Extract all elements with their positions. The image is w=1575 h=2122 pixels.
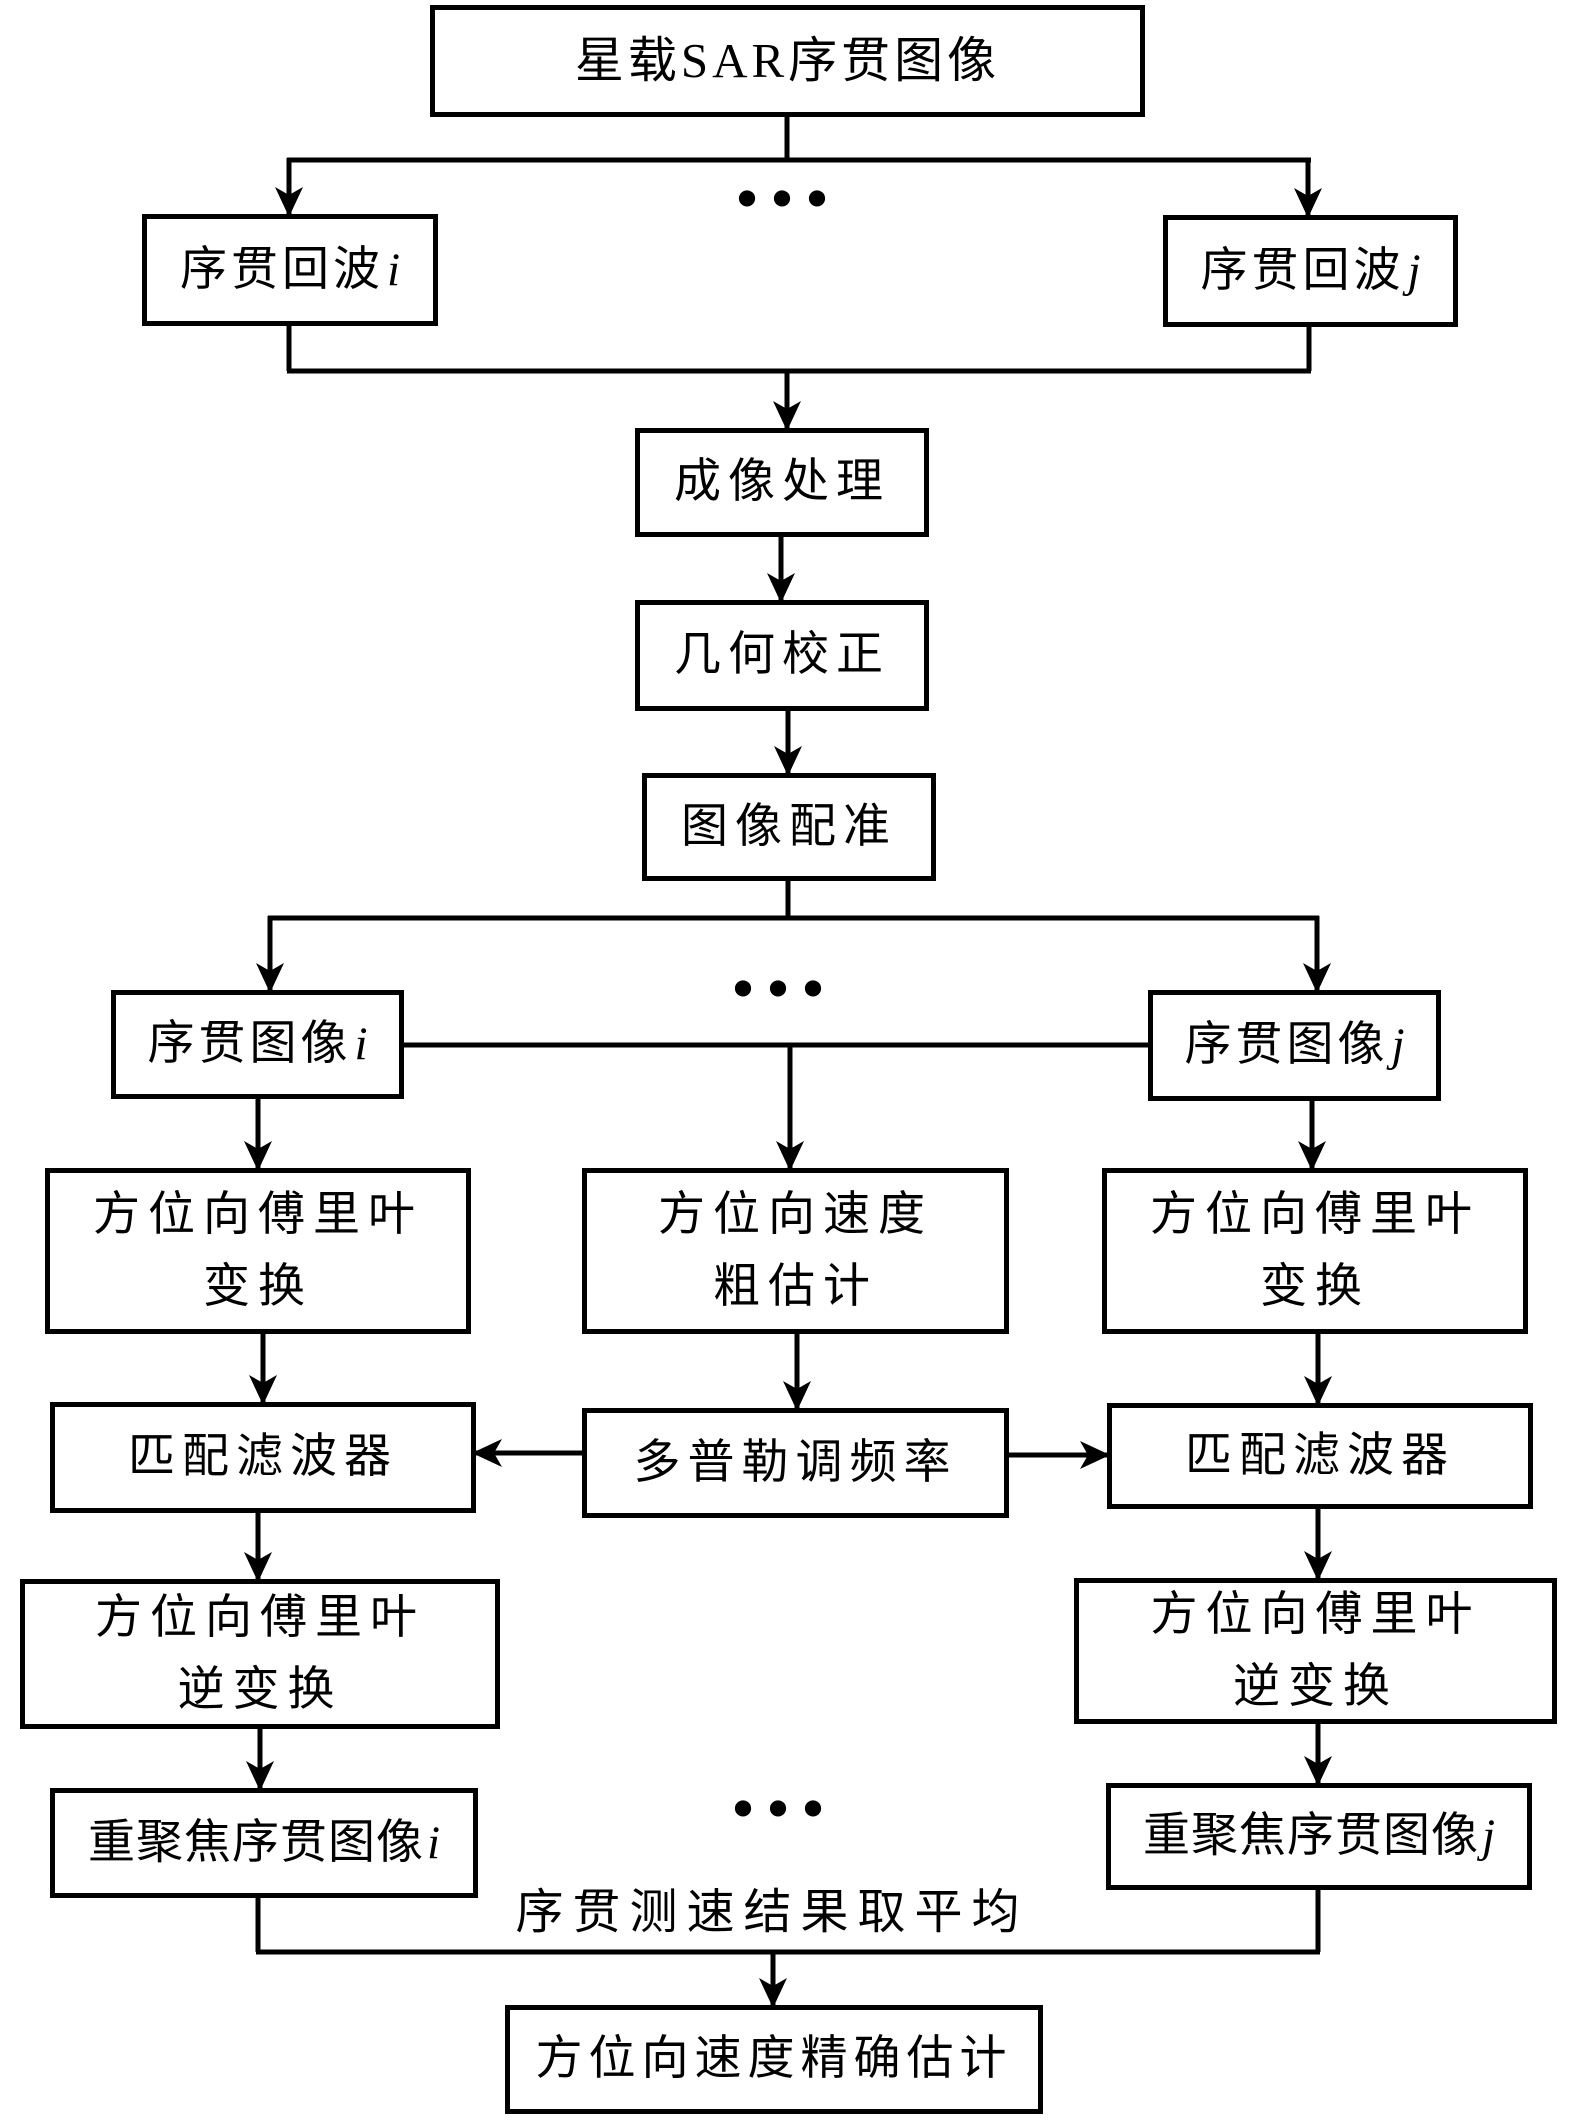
node-label-line2: 逆变换 — [177, 1664, 343, 1716]
node-label: 多普勒调频率 — [633, 1436, 958, 1489]
node-matched-filter-right: 匹配滤波器 — [1107, 1403, 1533, 1509]
node-label: 序贯图像 — [1184, 1019, 1389, 1072]
ellipsis-top: ... — [734, 116, 840, 227]
node-azimuth-velocity-coarse-estimate: 方位向速度 粗估计 — [582, 1168, 1009, 1334]
node-label: 几何校正 — [674, 629, 890, 682]
node-variable: i — [386, 243, 401, 296]
node-label-line1: 方位向速度 — [658, 1189, 933, 1241]
node-label: 星载SAR序贯图像 — [574, 32, 1001, 88]
node-variable: j — [1481, 1810, 1496, 1863]
node-azimuth-velocity-fine-estimate: 方位向速度精确估计 — [505, 2005, 1043, 2114]
node-label-line2: 变换 — [203, 1261, 313, 1313]
node-label-line1: 方位向傅里叶 — [1150, 1589, 1481, 1641]
node-label: 图像配准 — [681, 800, 897, 853]
node-imaging-processing: 成像处理 — [635, 428, 929, 537]
averaging-note-label: 序贯测速结果取平均 — [515, 1886, 1029, 1939]
node-variable: i — [354, 1018, 368, 1071]
node-label: 成像处理 — [674, 456, 890, 509]
node-azimuth-ifft-left: 方位向傅里叶 逆变换 — [20, 1579, 500, 1729]
node-label: 匹配滤波器 — [1185, 1429, 1455, 1482]
node-doppler-rate: 多普勒调频率 — [582, 1408, 1009, 1518]
node-label: 匹配滤波器 — [128, 1431, 398, 1484]
node-azimuth-fft-right: 方位向傅里叶 变换 — [1102, 1168, 1528, 1334]
node-sar-sequential-images: 星载SAR序贯图像 — [430, 5, 1145, 117]
node-azimuth-fft-left: 方位向傅里叶 变换 — [45, 1168, 471, 1334]
node-variable: j — [1407, 244, 1421, 297]
node-label-line2: 粗估计 — [713, 1261, 878, 1313]
node-variable: i — [426, 1816, 441, 1869]
node-label: 序贯图像 — [147, 1018, 352, 1071]
node-geometric-correction: 几何校正 — [635, 600, 929, 711]
node-image-registration: 图像配准 — [642, 773, 936, 881]
ellipsis-bottom: ... — [730, 1726, 836, 1837]
node-label: 序贯回波 — [179, 243, 384, 296]
node-label-line2: 变换 — [1260, 1261, 1370, 1313]
ellipsis-middle: ... — [730, 906, 836, 1017]
node-label-line1: 方位向傅里叶 — [95, 1592, 425, 1644]
node-label: 方位向速度精确估计 — [535, 2033, 1013, 2086]
node-variable: j — [1391, 1019, 1405, 1072]
node-label: 重聚焦序贯图像 — [1142, 1810, 1479, 1863]
node-label: 序贯回波 — [1200, 244, 1405, 297]
node-matched-filter-left: 匹配滤波器 — [50, 1402, 476, 1513]
node-label: 重聚焦序贯图像 — [87, 1816, 424, 1869]
node-label-line1: 方位向傅里叶 — [1150, 1189, 1480, 1241]
node-label-line2: 逆变换 — [1233, 1661, 1398, 1713]
node-label-line1: 方位向傅里叶 — [93, 1189, 423, 1241]
node-azimuth-ifft-right: 方位向傅里叶 逆变换 — [1074, 1578, 1557, 1724]
